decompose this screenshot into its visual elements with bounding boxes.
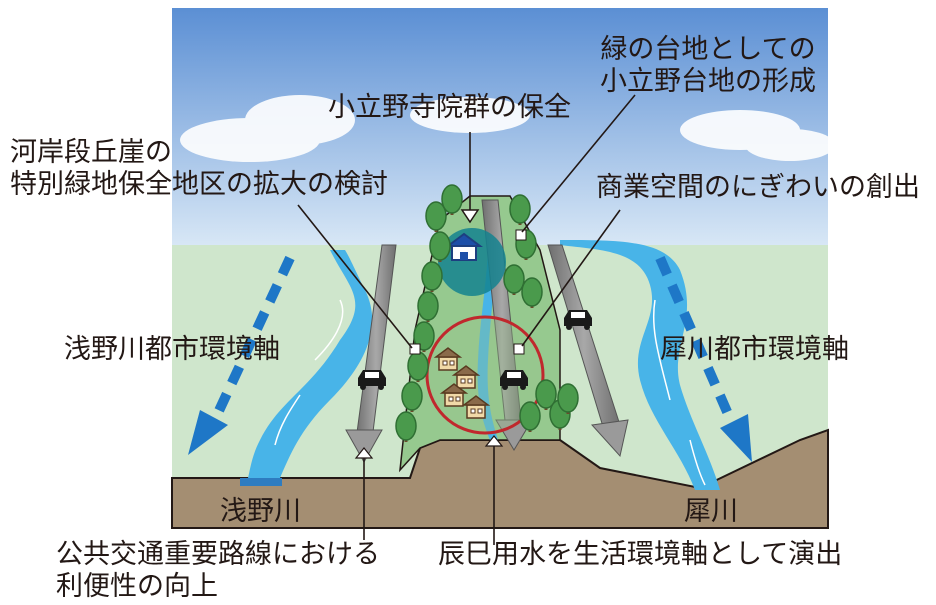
marker-cliff [409, 343, 421, 355]
label-kodachino-formation-line2: 小立野台地の形成 [600, 66, 816, 98]
label-commercial-space: 商業空間のにぎわいの創出 [596, 172, 920, 203]
road-left-arrow [345, 429, 383, 464]
label-kodachino-formation: 緑の台地としての 小立野台地の形成 [600, 34, 816, 99]
canal-pointer-arrow [484, 435, 504, 447]
label-cliff-green-zone-line1: 河岸段丘崖の [10, 137, 172, 168]
marker-formation [515, 229, 527, 241]
label-tatsumi-canal: 辰巳用水を生活環境軸として演出 [438, 539, 843, 570]
label-sai-river: 犀川 [684, 496, 738, 527]
label-sai-axis: 犀川都市環境軸 [660, 334, 849, 365]
asano-river-wave [274, 299, 344, 446]
label-asano-axis: 浅野川都市環境軸 [64, 334, 280, 365]
clouds [180, 95, 835, 162]
sai-axis-arrow [655, 256, 752, 462]
label-temple-conservation: 小立野寺院群の保全 [328, 92, 571, 123]
asano-axis-arrow [188, 255, 295, 455]
transit-pointer-arrow [354, 447, 374, 459]
label-public-transit-line1: 公共交通重要路線における [56, 539, 380, 570]
leader-lines [297, 94, 636, 545]
label-asano-river: 浅野川 [220, 496, 301, 527]
label-kodachino-formation-line1: 緑の台地としての [600, 34, 816, 65]
asano-river-mouth [240, 478, 282, 486]
earth-cross-section [171, 428, 829, 529]
label-cliff-green-zone: 河岸段丘崖の 特別緑地保全地区の拡大の検討 [10, 137, 388, 202]
temple-pointer-arrow [460, 209, 480, 224]
label-cliff-green-zone-line2: 特別緑地保全地区の拡大の検討 [10, 169, 388, 201]
temple-icon [445, 232, 483, 261]
road-center-arrow [495, 419, 533, 451]
sai-river [560, 240, 720, 490]
road-right-arrow [590, 419, 629, 458]
asano-river [248, 250, 373, 478]
label-public-transit: 公共交通重要路線における 利便性の向上 [56, 539, 380, 604]
marker-commercial [513, 343, 525, 355]
sai-river-wave [652, 299, 706, 486]
label-public-transit-line2: 利便性の向上 [56, 571, 218, 603]
